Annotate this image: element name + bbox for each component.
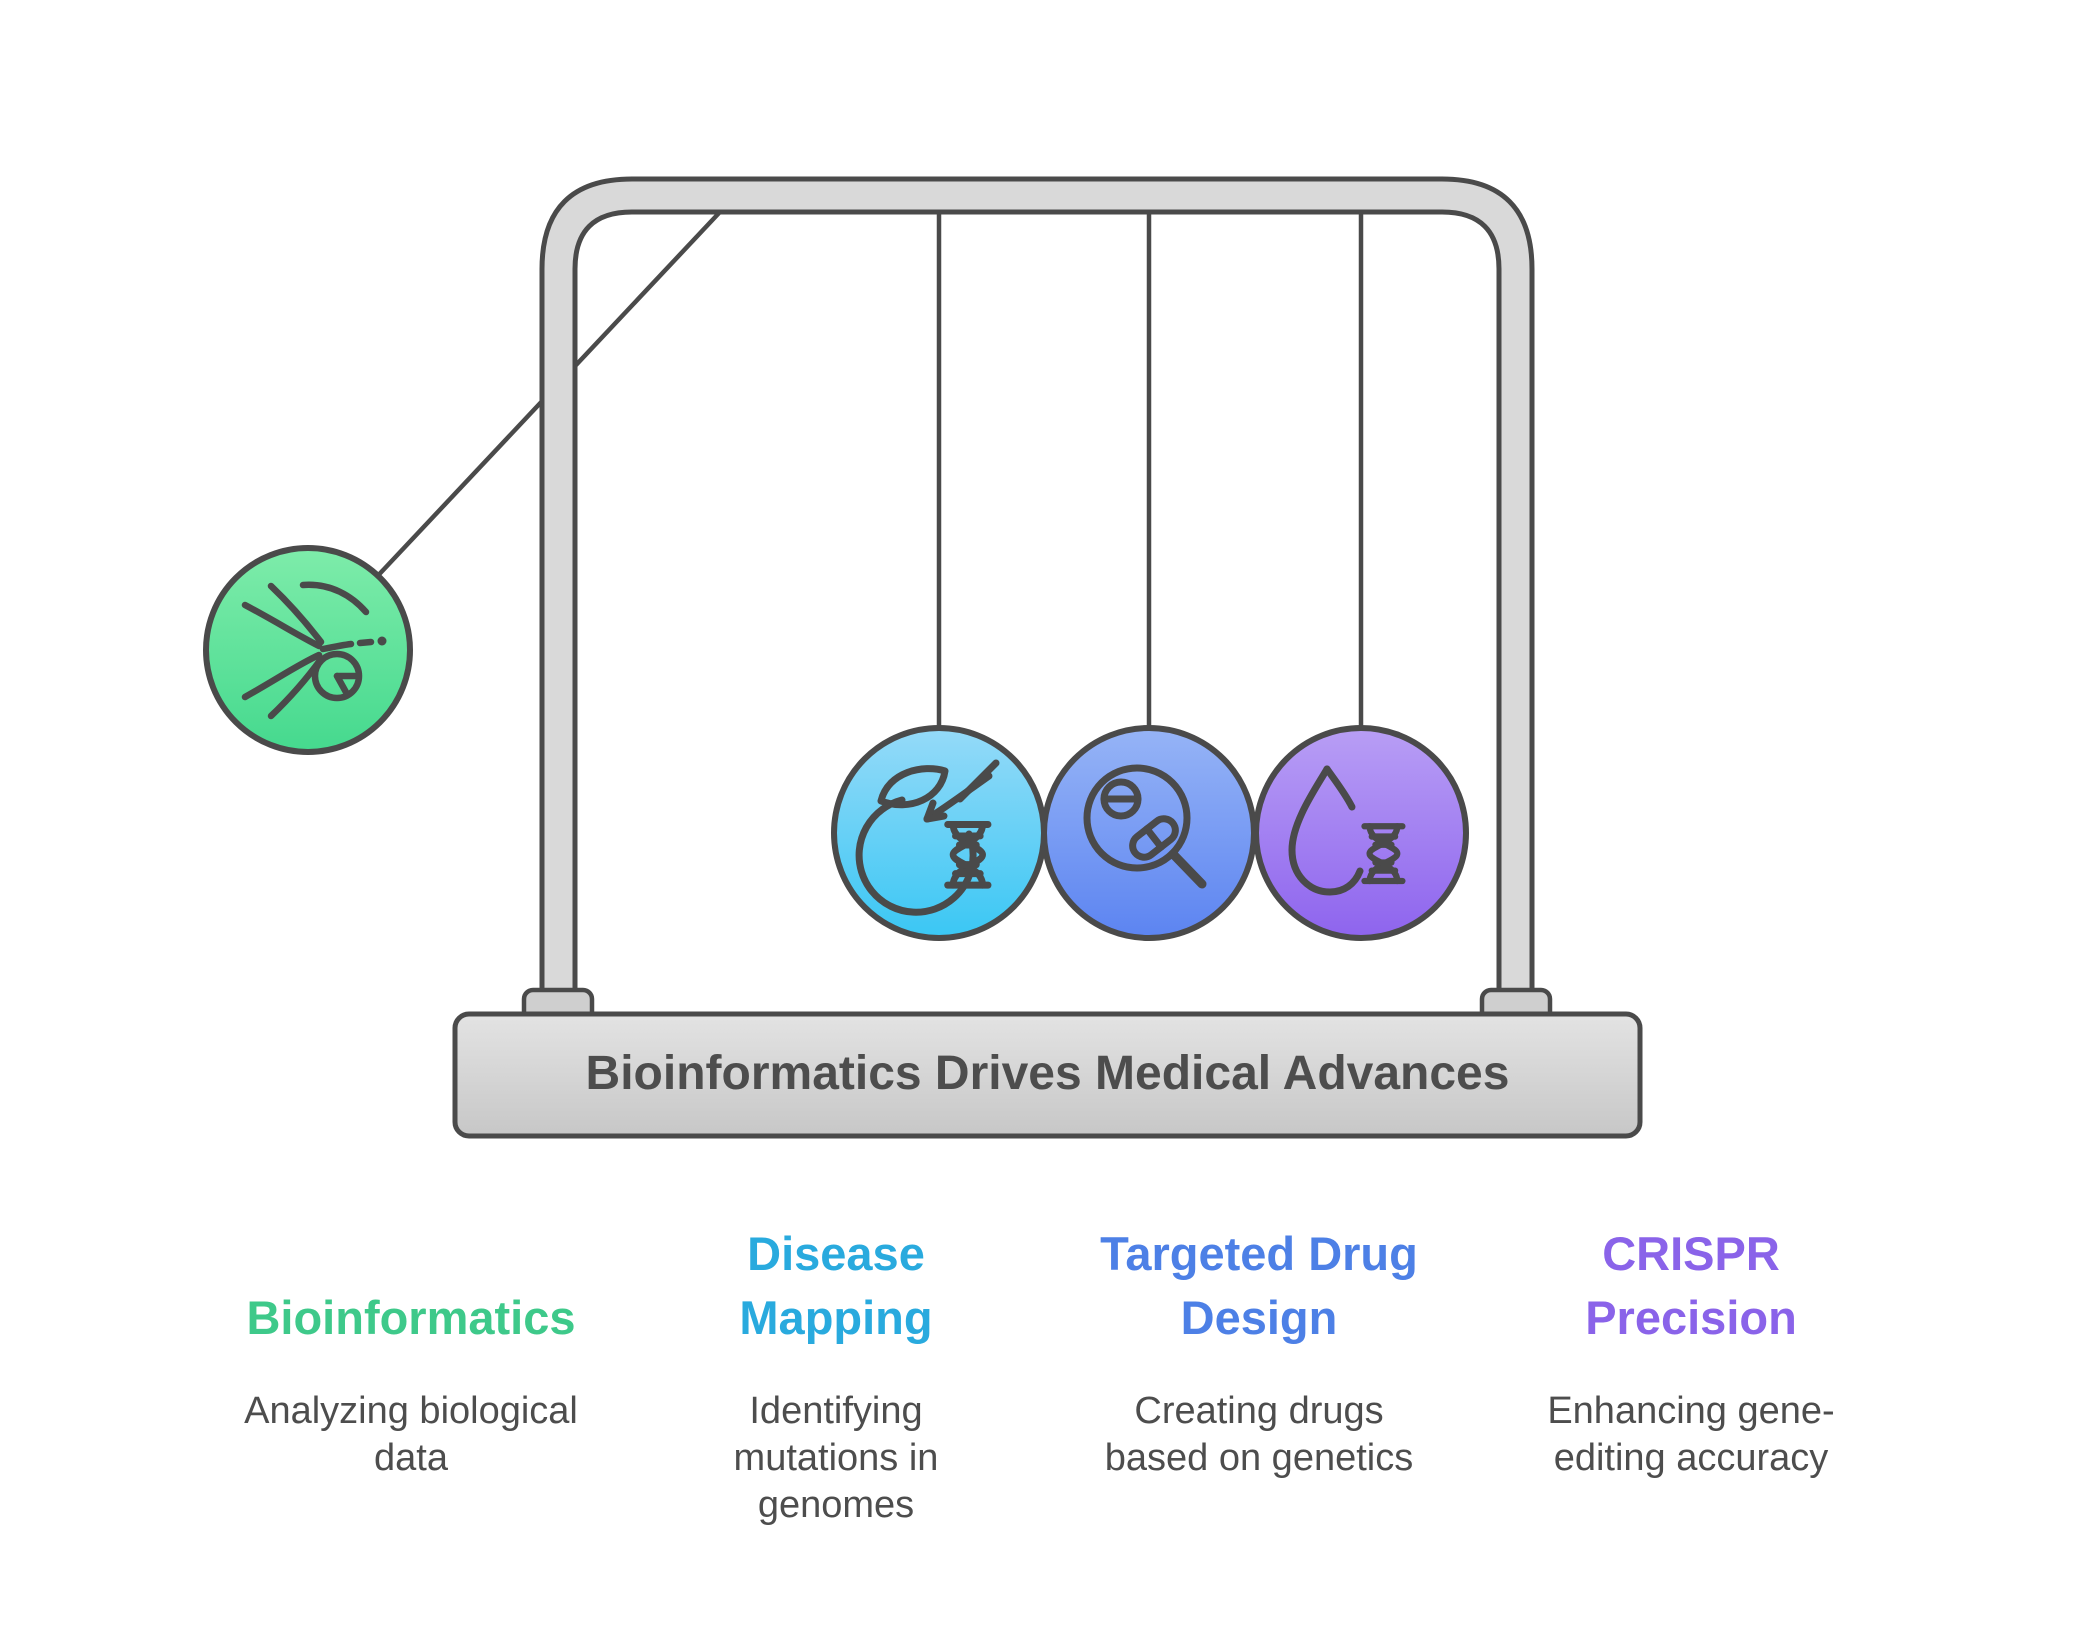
magnifier-pills-icon (1083, 764, 1207, 889)
column-title-line: CRISPR (1602, 1227, 1780, 1280)
apple-dna-icon (855, 759, 1000, 916)
ball-bioinformatics (203, 545, 413, 755)
ball-circle (203, 545, 413, 755)
column-targeted-drug-design: Targeted Drug Design Creating drugs base… (1019, 1200, 1499, 1482)
column-desc-line: based on genetics (1104, 1437, 1414, 1479)
column-crispr-precision: CRISPR Precision Enhancing gene- editing… (1451, 1200, 1931, 1482)
column-bioinformatics: Bioinformatics Analyzing biological data (171, 1200, 651, 1482)
column-desc-line: Enhancing gene- (1547, 1390, 1835, 1432)
column-desc-line: editing accuracy (1553, 1437, 1829, 1479)
droplet-dna-icon (1288, 765, 1402, 896)
column-desc-line: Creating drugs (1134, 1390, 1384, 1432)
column-title-line: Mapping (739, 1291, 933, 1344)
column-title-line: Design (1180, 1291, 1338, 1344)
column-title: Targeted Drug Design (1019, 1200, 1499, 1350)
ball-crispr-precision (1253, 725, 1469, 941)
column-description: Identifying mutations in genomes (596, 1388, 1076, 1529)
column-description: Creating drugs based on genetics (1019, 1388, 1499, 1482)
column-title-line: Targeted Drug (1100, 1227, 1418, 1280)
column-description: Analyzing biological data (171, 1388, 651, 1482)
column-desc-line: Identifying (749, 1390, 923, 1432)
column-title: Bioinformatics (171, 1200, 651, 1350)
column-desc-line: genomes (757, 1484, 915, 1526)
column-desc-line: data (374, 1437, 448, 1479)
column-desc-line: Analyzing biological (244, 1390, 578, 1432)
column-title: CRISPR Precision (1451, 1200, 1931, 1350)
data-streams-pie-chart-icon (241, 581, 387, 720)
column-title-line: Disease (747, 1227, 925, 1280)
ball-circle (1253, 725, 1469, 941)
column-disease-mapping: Disease Mapping Identifying mutations in… (596, 1200, 1076, 1529)
ball-targeted-drug-design (1041, 725, 1257, 941)
column-title: Disease Mapping (596, 1200, 1076, 1350)
column-desc-line: mutations in (733, 1437, 939, 1479)
ball-disease-mapping (831, 725, 1047, 941)
column-title-line: Bioinformatics (246, 1291, 576, 1344)
column-title-line: Precision (1585, 1291, 1797, 1344)
column-description: Enhancing gene- editing accuracy (1451, 1388, 1931, 1482)
cradle-base (452, 1011, 1643, 1139)
cradle-frame (539, 176, 1535, 1019)
base-title: Bioinformatics Drives Medical Advances (585, 1047, 1510, 1100)
